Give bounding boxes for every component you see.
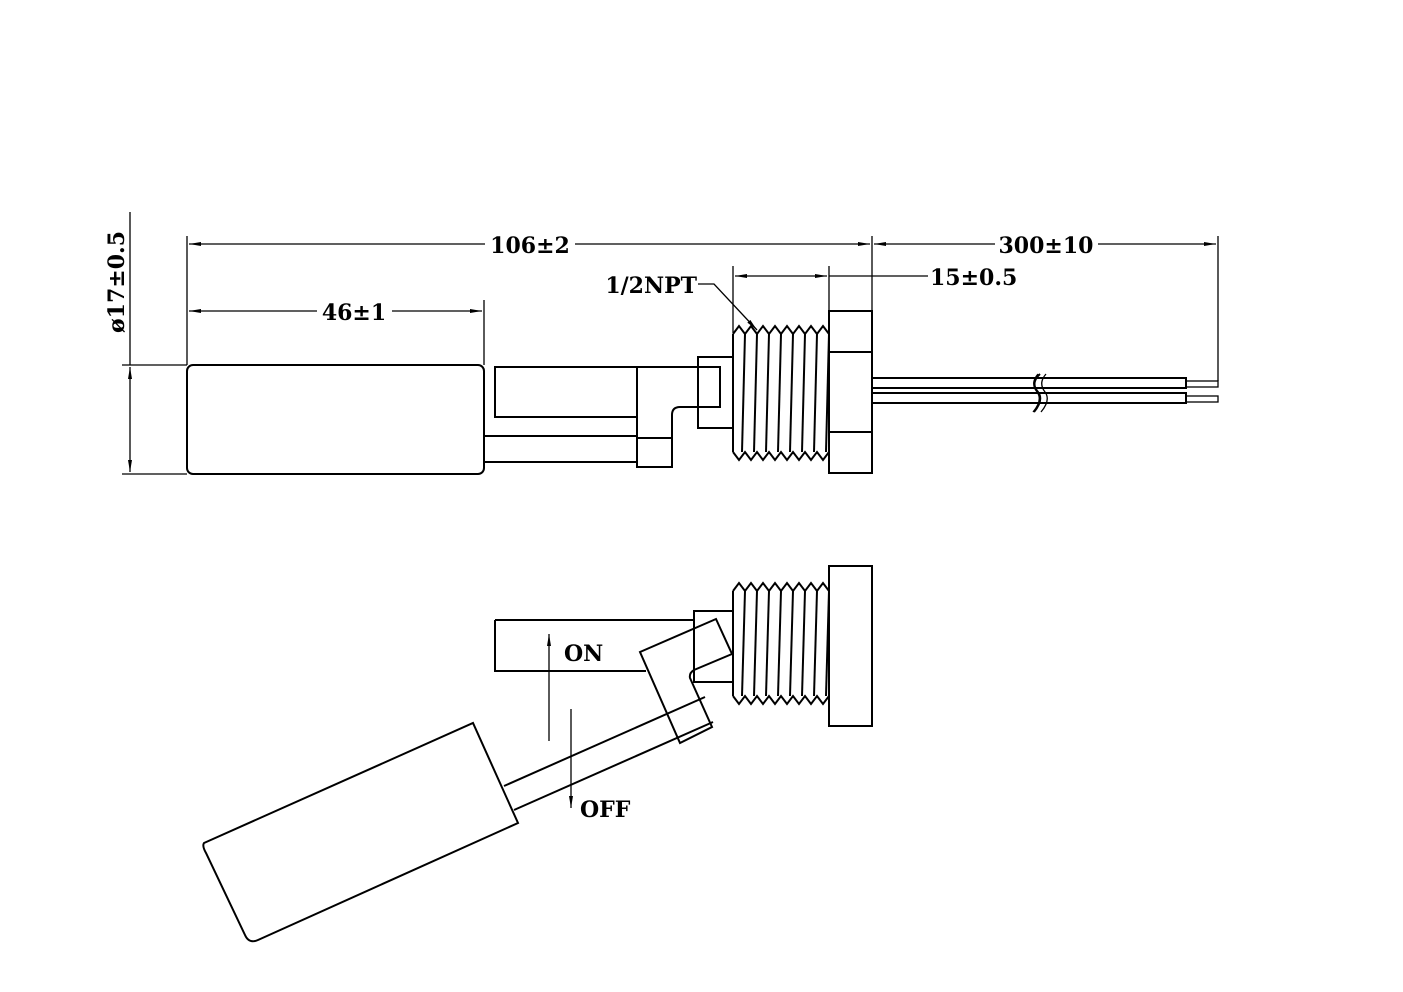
float-body bbox=[186, 364, 485, 475]
thread bbox=[732, 324, 830, 462]
float-length-label: 46±1 bbox=[322, 300, 386, 326]
thread-spec-label: 1/2NPT bbox=[605, 273, 697, 299]
cable-length-label: 300±10 bbox=[999, 233, 1094, 259]
on-label: ON bbox=[564, 641, 603, 667]
overall-length-label: 106±2 bbox=[490, 233, 570, 259]
float-body bbox=[202, 721, 520, 943]
off-label: OFF bbox=[580, 797, 631, 823]
dimensions: 106±2 46±1 300±10 15±0.5 1/2NPT ø17±0.5 bbox=[104, 212, 1219, 475]
pivot-bracket bbox=[636, 366, 721, 468]
float-stem bbox=[494, 366, 638, 418]
top-view bbox=[186, 310, 1219, 475]
tilted-view: ON OFF bbox=[202, 565, 873, 943]
thread bbox=[732, 581, 830, 706]
on-position-outline bbox=[494, 619, 694, 672]
thread-length-label: 15±0.5 bbox=[930, 265, 1017, 291]
hex-nut bbox=[828, 310, 873, 474]
cable bbox=[871, 373, 1219, 413]
hex-nut bbox=[828, 565, 873, 727]
diameter-label: ø17±0.5 bbox=[104, 231, 130, 333]
pivot-bracket bbox=[638, 617, 734, 745]
